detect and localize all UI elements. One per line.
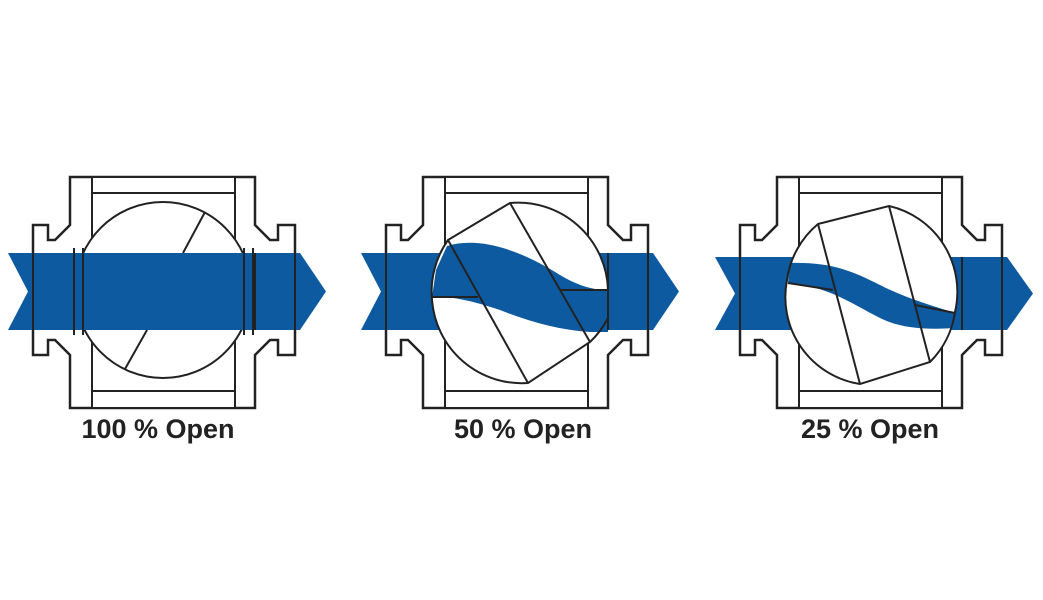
valve-label-100: 100 % Open [81,414,235,444]
flow-through-ball [788,262,955,329]
bottom-bonnet [91,390,236,409]
flow-edge [914,304,956,314]
ball-chord [182,211,206,254]
ball-chord [817,223,861,385]
flow-through-ball [432,242,608,332]
bottom-bonnet [798,390,943,409]
top-bonnet [798,176,943,194]
valve-25-open [715,175,1033,410]
flow-edge [787,282,834,291]
top-bonnet [444,176,589,194]
ball-chord [509,202,591,343]
valve-label-25: 25 % Open [800,414,940,444]
valve-100-open [8,175,326,410]
ball-chord [447,239,529,384]
bottom-bonnet [444,390,589,409]
valve-50-open [361,175,679,410]
ball-chord [124,329,148,370]
top-bonnet [91,176,236,194]
valve-label-50: 50 % Open [453,414,593,444]
flow-arrow [8,253,326,330]
ball-chord [888,205,931,363]
